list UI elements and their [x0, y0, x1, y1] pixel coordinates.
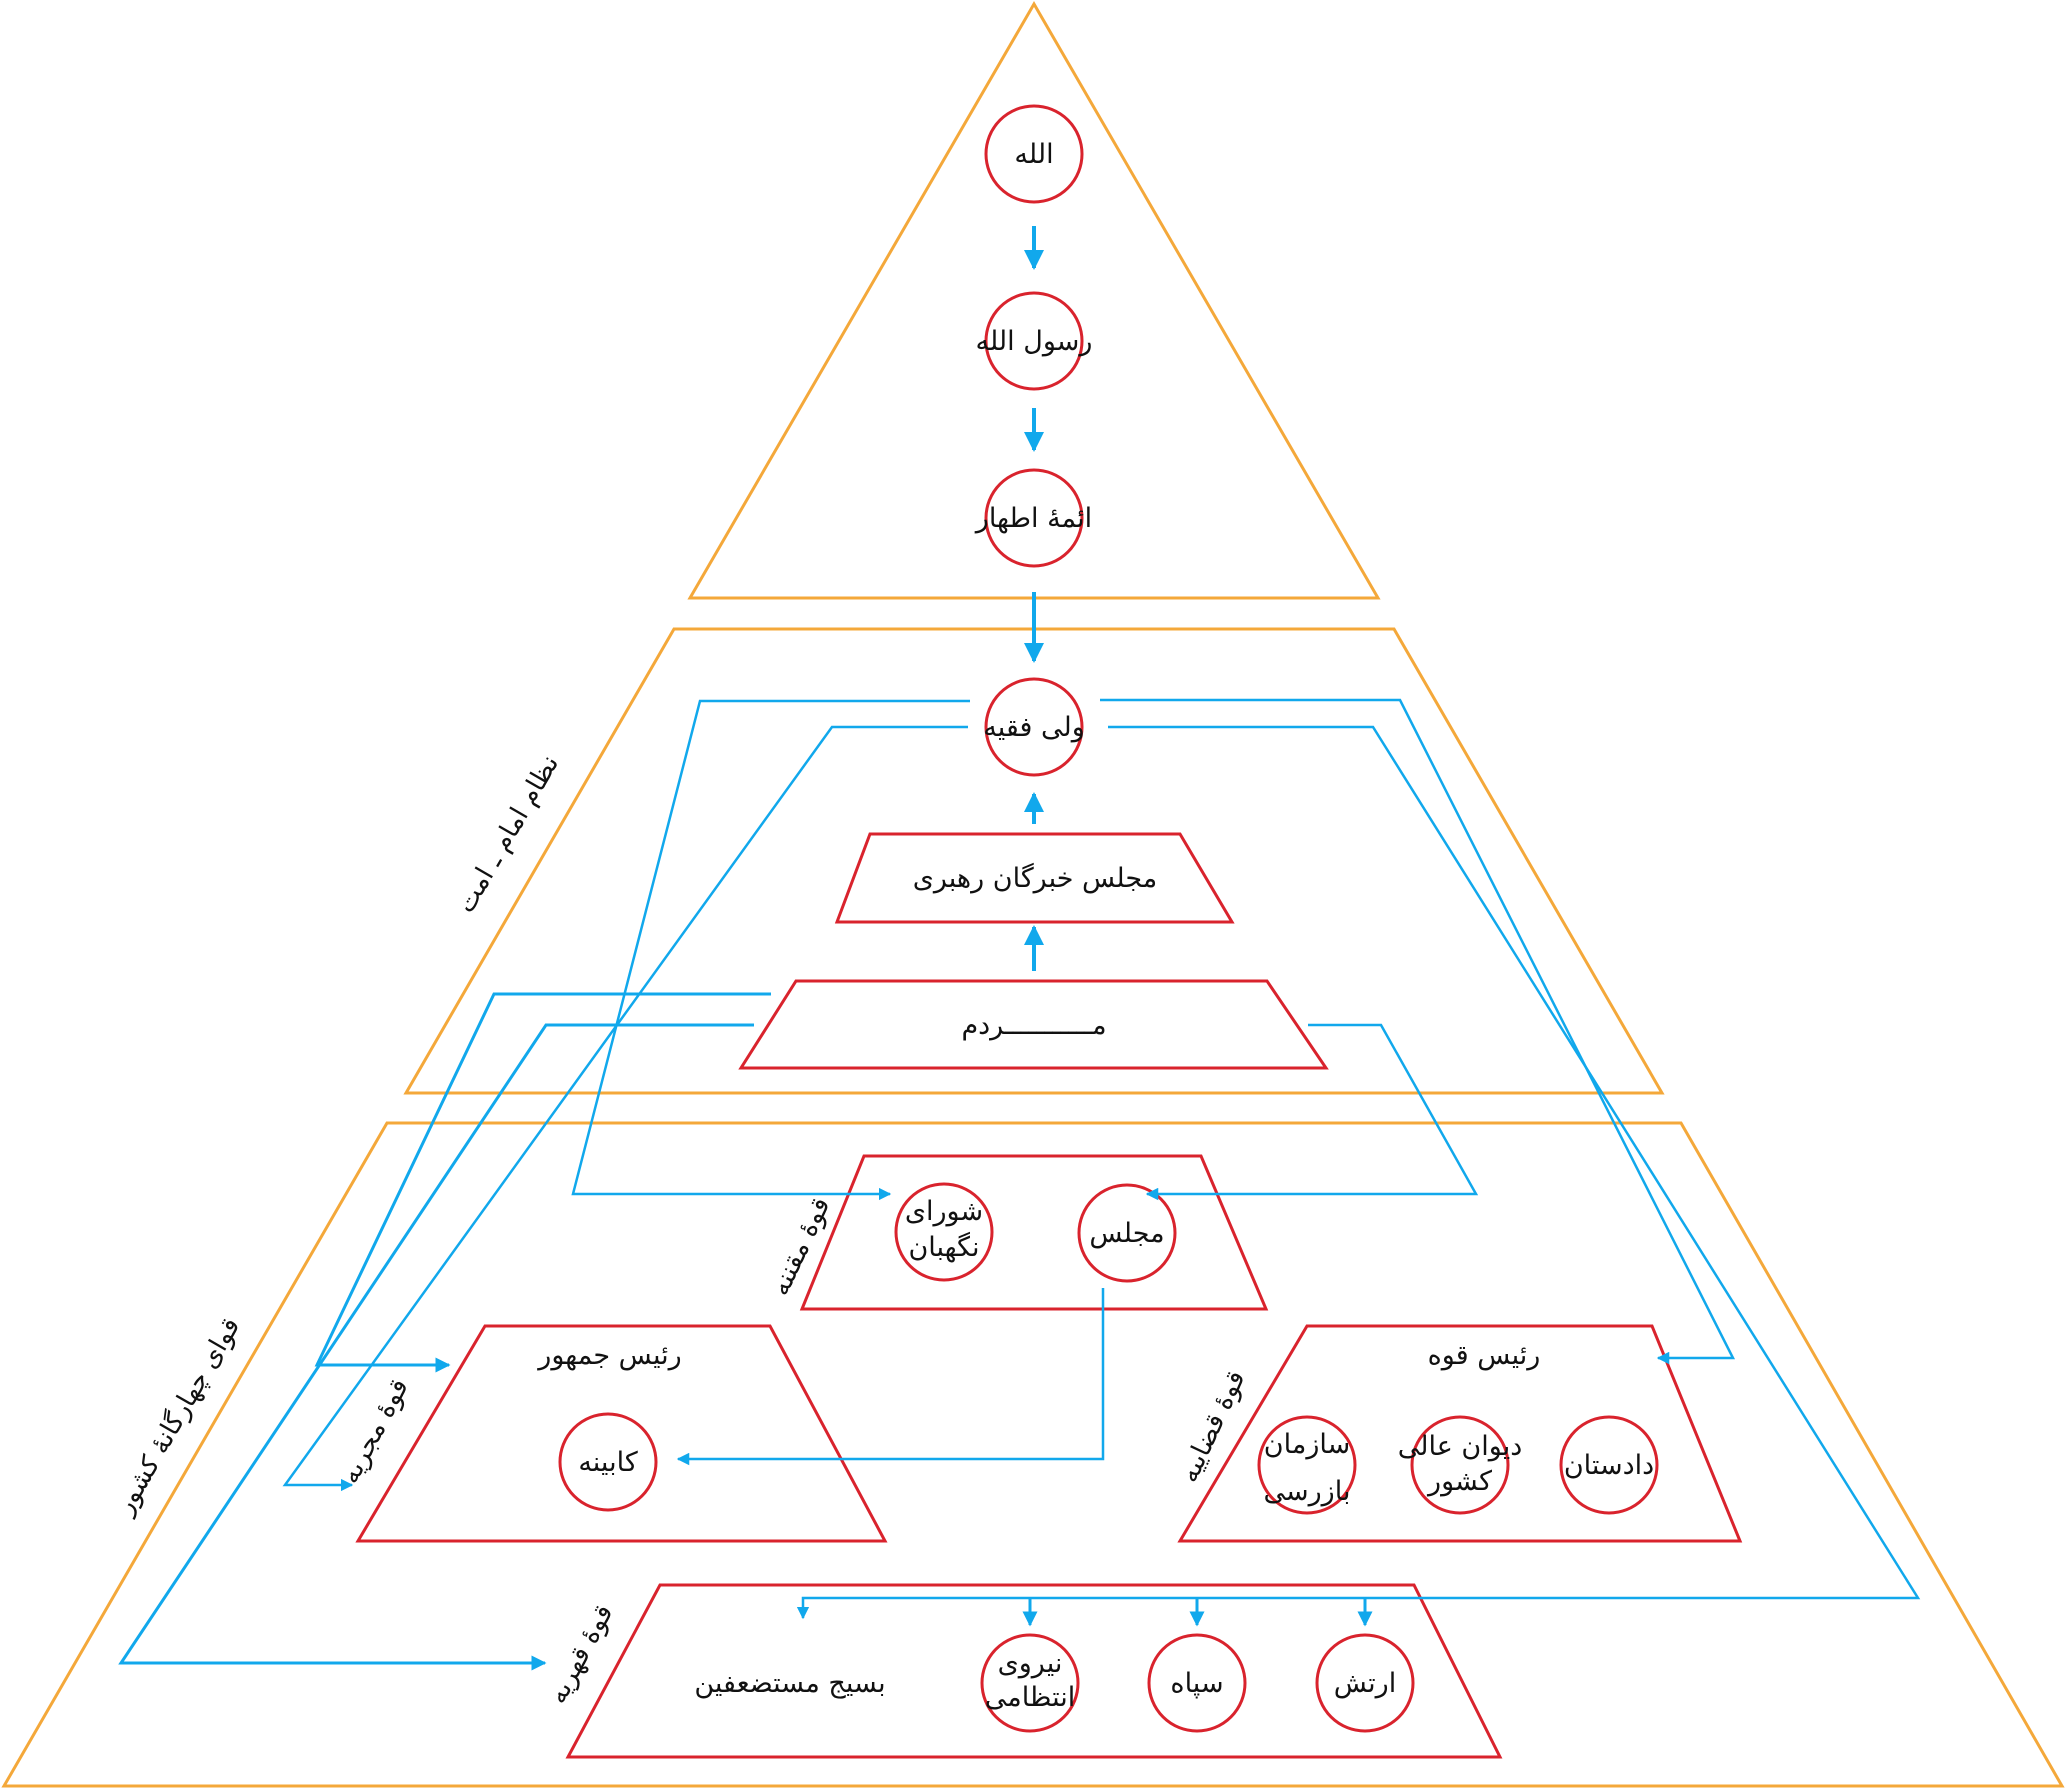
- label-artesh: ارتش: [1334, 1668, 1396, 1699]
- label-shoraye-line2: نگهبان: [908, 1231, 979, 1263]
- line-vali-to-qahrie: [796, 725, 1921, 1620]
- label-vali: ولی فقیه: [983, 712, 1085, 743]
- side-label-qovaye: قوای چهارگانۀ کشور: [108, 1312, 247, 1521]
- label-divan-line1: دیوان عالی: [1398, 1431, 1522, 1462]
- label-rais-jomhur: رئیس جمهور: [536, 1340, 681, 1371]
- label-khobregan: مجلس خبرگان رهبری: [913, 862, 1158, 894]
- line-mardom-to-mojrie: [118, 1023, 754, 1671]
- node-sazman: [1257, 1415, 1357, 1515]
- node-mardom: [738, 979, 1329, 1070]
- side-label-nezam: نظام امام ـ امت: [451, 750, 565, 918]
- side-label-qahrie: قوۀ قهریه: [542, 1600, 619, 1709]
- label-sepah: سپاه: [1170, 1668, 1223, 1699]
- bottom-trapezoid-frame: [1, 1121, 2065, 1788]
- node-artesh: [1315, 1633, 1415, 1733]
- side-label-qazaie: قوۀ قضاییه: [1174, 1366, 1252, 1487]
- label-allah: الله: [1014, 139, 1053, 170]
- label-divan-line2: کشور: [1426, 1466, 1492, 1497]
- label-shoraye-line1: شورای: [905, 1196, 983, 1227]
- line-majles-to-kabine: [676, 1288, 1105, 1466]
- label-mardom: مـــــــــــردم: [961, 1010, 1106, 1041]
- label-niru-line1: نیروی: [998, 1648, 1063, 1679]
- node-divan: [1410, 1415, 1510, 1515]
- node-vali: [984, 677, 1084, 777]
- label-rasul: رسول الله: [976, 326, 1093, 357]
- node-shoraye: [894, 1182, 994, 1282]
- label-niru-line2: انتظامی: [985, 1682, 1076, 1713]
- node-moqanene-box: [799, 1154, 1269, 1311]
- node-aemme: [984, 468, 1084, 568]
- label-rais-qove: رئیس قوه: [1428, 1340, 1541, 1371]
- label-majles: مجلس: [1089, 1218, 1164, 1249]
- side-label-mojrie: قوۀ مجریه: [335, 1374, 415, 1489]
- label-sazman-line1: سازمان: [1264, 1429, 1350, 1460]
- node-khobregan: [834, 832, 1235, 924]
- node-sepah: [1147, 1633, 1247, 1733]
- line-mardom-to-rais-jomhur: [314, 992, 771, 1373]
- node-dadestan: [1559, 1415, 1659, 1515]
- node-qazaie-box: [1177, 1324, 1743, 1543]
- label-basij: بسیج مستضعفین: [694, 1668, 885, 1699]
- line-vali-to-shoraye: [571, 699, 970, 1201]
- node-kabine: [558, 1412, 658, 1512]
- label-dadestan: دادستان: [1564, 1450, 1654, 1481]
- line-vali-to-rais-qove: [1100, 698, 1736, 1365]
- node-shapes: [355, 104, 1743, 1759]
- node-niru: [980, 1633, 1080, 1733]
- node-allah: [984, 104, 1084, 204]
- node-labels: الله رسول الله ائمۀ اطهار ولی فقیه مجلس …: [536, 139, 1654, 1713]
- line-mardom-to-majles: [1145, 1023, 1479, 1201]
- node-majles: [1077, 1183, 1177, 1283]
- label-sazman-line2: بازرسی: [1264, 1476, 1351, 1507]
- node-rasul: [984, 291, 1084, 391]
- connectors: [118, 226, 1921, 1671]
- label-kabine: کابینه: [578, 1447, 638, 1478]
- node-mojrie-box: [355, 1324, 888, 1543]
- middle-trapezoid-frame: [403, 627, 1665, 1095]
- label-aemme: ائمۀ اطهار: [974, 503, 1092, 534]
- line-vali-to-basij: [282, 725, 968, 1492]
- node-qahrie-box: [565, 1583, 1503, 1759]
